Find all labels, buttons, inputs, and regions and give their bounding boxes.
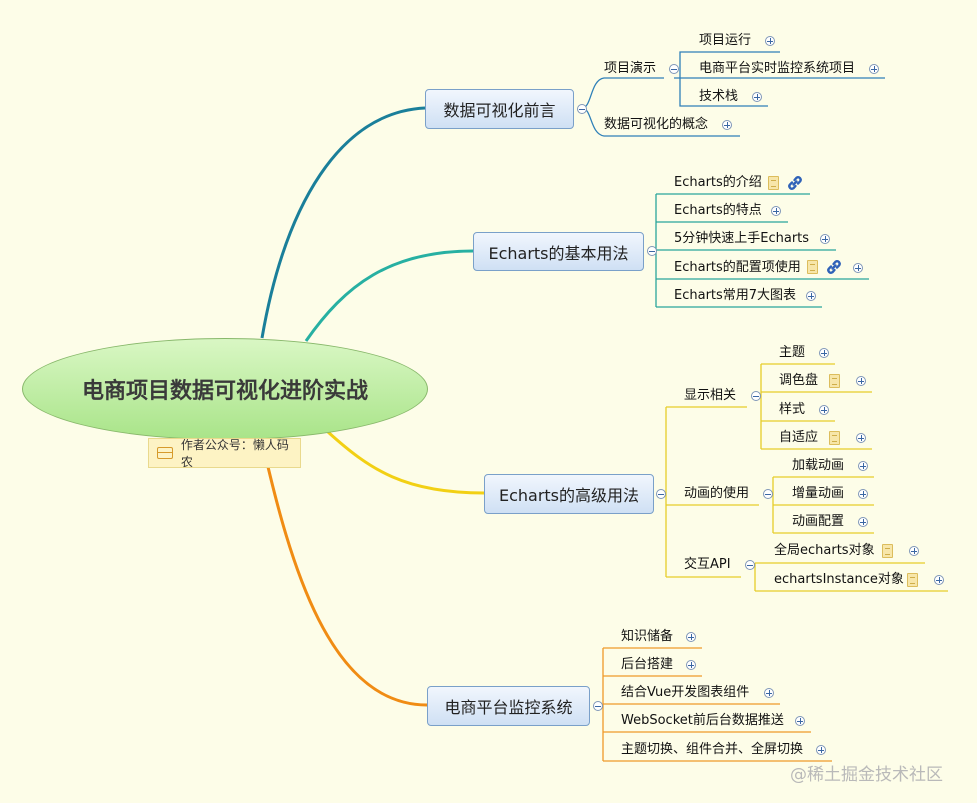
branch-topic-1[interactable]: 数据可视化前言 [425,89,574,129]
note-icon[interactable] [807,260,818,274]
leaf-load-animation[interactable]: 加载动画 [792,458,845,473]
connector-main-1 [260,106,426,339]
expand-icon[interactable] [722,120,732,130]
collapse-icon[interactable] [751,391,761,401]
collapse-icon[interactable] [577,104,587,114]
branch-topic-2[interactable]: Echarts的基本用法 [473,232,644,271]
expand-icon[interactable] [686,632,696,642]
subtopic-backend-setup[interactable]: 后台搭建 [621,657,674,672]
subtopic-knowledge[interactable]: 知识储备 [621,629,674,644]
leaf-global-echarts[interactable]: 全局echarts对象 [774,543,875,558]
expand-icon[interactable] [806,291,816,301]
collapse-icon[interactable] [656,489,666,499]
leaf-echarts-instance[interactable]: echartsInstance对象 [774,572,904,587]
note-icon [157,447,173,459]
collapse-icon[interactable] [647,246,657,256]
link-icon[interactable] [786,174,804,192]
subtopic-viz-concept[interactable]: 数据可视化的概念 [604,117,709,132]
watermark: @稀土掘金技术社区 [790,765,943,785]
leaf-palette[interactable]: 调色盘 [779,373,819,388]
leaf-animation-config[interactable]: 动画配置 [792,514,845,529]
branch-topic-3-label: Echarts的高级用法 [498,486,640,505]
subtopic-animation[interactable]: 动画的使用 [684,486,750,501]
expand-icon[interactable] [765,36,775,46]
leaf-incremental-animation[interactable]: 增量动画 [792,486,845,501]
expand-icon[interactable] [771,206,781,216]
leaf-tech-stack[interactable]: 技术栈 [699,89,739,104]
branch-topic-4[interactable]: 电商平台监控系统 [427,686,590,726]
expand-icon[interactable] [856,433,866,443]
expand-icon[interactable] [820,234,830,244]
author-note-label: 作者公众号：懒人码农 [180,438,289,469]
collapse-icon[interactable] [593,701,603,711]
expand-icon[interactable] [909,546,919,556]
expand-icon[interactable] [795,716,805,726]
connector-main-2 [304,249,474,342]
expand-icon[interactable] [858,489,868,499]
expand-icon[interactable] [816,745,826,755]
subtopic-display[interactable]: 显示相关 [684,388,737,403]
root-topic[interactable]: 电商项目数据可视化进阶实战 [22,338,428,440]
connector-sub [581,77,664,109]
note-icon[interactable] [768,176,779,190]
branch-topic-2-label: Echarts的基本用法 [488,243,629,263]
subtopic-project-demo[interactable]: 项目演示 [604,61,657,76]
leaf-style[interactable]: 样式 [779,402,806,417]
leaf-theme[interactable]: 主题 [779,345,806,360]
connector-main-3 [326,430,485,495]
expand-icon[interactable] [819,348,829,358]
link-icon[interactable] [825,258,843,276]
note-icon[interactable] [829,431,840,445]
subtopic-theme-switch[interactable]: 主题切换、组件合并、全屏切换 [621,742,804,757]
leaf-monitor-project[interactable]: 电商平台实时监控系统项目 [699,61,856,76]
expand-icon[interactable] [853,263,863,273]
expand-icon[interactable] [934,575,944,585]
root-topic-label: 电商项目数据可视化进阶实战 [81,379,368,404]
subtopic-echarts-config[interactable]: Echarts的配置项使用 [674,260,801,275]
expand-icon[interactable] [819,405,829,415]
author-note: 作者公众号：懒人码农 [148,438,301,469]
branch-topic-3[interactable]: Echarts的高级用法 [484,474,654,514]
note-icon[interactable] [882,544,893,558]
collapse-icon[interactable] [763,489,773,499]
subtopic-echarts-intro[interactable]: Echarts的介绍 [674,175,762,190]
collapse-icon[interactable] [745,560,755,570]
leaf-adaptive[interactable]: 自适应 [779,430,819,445]
subtopic-vue-chart-components[interactable]: 结合Vue开发图表组件 [621,685,750,700]
expand-icon[interactable] [686,660,696,670]
expand-icon[interactable] [856,376,866,386]
subtopic-echarts-quickstart[interactable]: 5分钟快速上手Echarts [674,231,810,246]
leaf-project-run[interactable]: 项目运行 [699,33,752,48]
connector-leaf [679,78,768,107]
note-icon[interactable] [829,374,840,388]
connector-leaf [674,51,780,79]
collapse-icon[interactable] [669,64,679,74]
connector-main-4 [260,440,428,707]
expand-icon[interactable] [869,64,879,74]
expand-icon[interactable] [764,688,774,698]
branch-topic-4-label: 电商平台监控系统 [444,698,573,717]
note-icon[interactable] [907,573,918,587]
subtopic-echarts-features[interactable]: Echarts的特点 [674,203,762,218]
branch-topic-1-label: 数据可视化前言 [443,101,556,120]
subtopic-websocket-push[interactable]: WebSocket前后台数据推送 [621,713,784,728]
subtopic-echarts-7-charts[interactable]: Echarts常用7大图表 [674,288,797,303]
expand-icon[interactable] [752,92,762,102]
expand-icon[interactable] [858,461,868,471]
expand-icon[interactable] [858,517,868,527]
subtopic-interaction-api[interactable]: 交互API [684,557,731,572]
